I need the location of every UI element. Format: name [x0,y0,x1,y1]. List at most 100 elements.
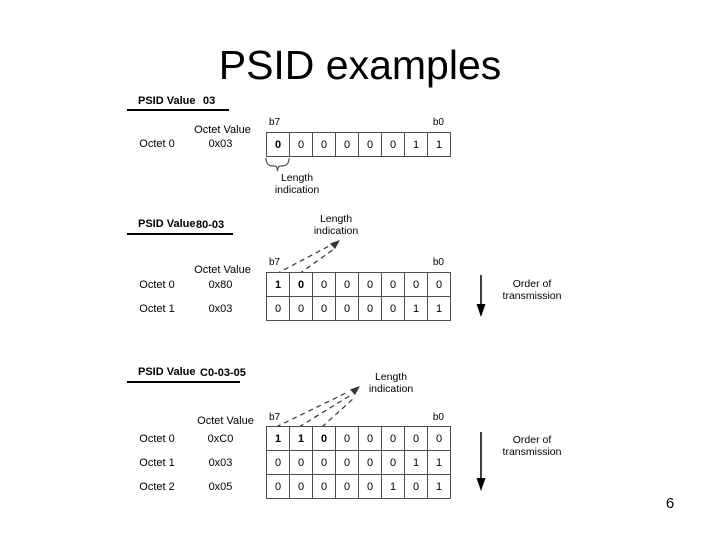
bit-cell: 0 [336,133,359,157]
page-number: 6 [665,495,675,512]
bit-cell: 1 [428,297,451,321]
psid-value-label: PSID Value [138,366,196,378]
psid-value: 03 [203,95,216,107]
bit-cell: 1 [267,273,290,297]
bit0-label: b0 [432,412,444,423]
order-of-transmission-label: Order of transmission [490,434,574,458]
octet-row-value: 0x03 [208,138,233,150]
order-line1: Order of [512,434,552,446]
bit-cell: 0 [336,475,359,499]
bit-cell: 0 [382,133,405,157]
octet-row-value: 0xC0 [207,433,234,445]
bit7-label: b7 [269,117,281,128]
octet-row-value: 0x05 [208,481,233,493]
octet-row-label: Octet 2 [139,481,175,493]
length-brace-icon [265,157,290,172]
octet-row-value: 0x03 [208,303,233,315]
octet-row-label: Octet 0 [139,433,175,445]
bit-cell: 0 [267,475,290,499]
bit7-label: b7 [269,412,281,423]
bit-cell: 1 [428,133,451,157]
octet-row-value: 0x80 [208,279,233,291]
order-line2: transmission [502,289,562,302]
slide-title: PSID examples [218,42,502,88]
octet-row-label: Octet 0 [139,279,175,291]
bit-cell: 1 [405,133,428,157]
bit-cell: 1 [405,297,428,321]
header-underline [127,109,229,111]
octet-row-label: Octet 1 [139,457,175,469]
bit-cell: 0 [267,133,290,157]
bit-cell: 0 [313,273,336,297]
bit-cell: 1 [267,427,290,451]
bit-cell: 0 [405,475,428,499]
transmission-arrow-icon [476,275,486,317]
bit-cell: 0 [359,451,382,475]
length-indication-label: Length indication [261,172,333,196]
bit-cell: 0 [313,475,336,499]
bit-cell: 0 [428,273,451,297]
bit-cell: 0 [313,297,336,321]
length-indication-line1: Length [374,371,408,383]
length-indication-line2: indication [368,382,414,395]
bit-cell: 0 [290,273,313,297]
bit-cell: 1 [428,451,451,475]
order-line2: transmission [502,445,562,458]
bit-cell: 0 [382,273,405,297]
bit-table: 1 1 0 0 0 0 0 0 0 0 0 0 0 0 1 1 0 0 0 0 … [266,426,451,499]
length-indication-line2: indication [313,224,359,237]
bit-cell: 0 [405,273,428,297]
bit-cell: 0 [359,273,382,297]
bit-cell: 0 [382,427,405,451]
bit-cell: 0 [428,427,451,451]
octet-row-label: Octet 0 [139,138,175,150]
length-indication-line1: Length [280,172,314,184]
bit0-label: b0 [432,257,444,268]
bit-cell: 0 [290,133,313,157]
length-dashed-arrow-icon [275,386,360,428]
octet-value-column-label: Octet Value [194,124,251,136]
length-indication-line2: indication [274,183,320,196]
bit-cell: 0 [405,427,428,451]
bit-cell: 0 [336,427,359,451]
bit-cell: 0 [382,297,405,321]
transmission-arrow-icon [476,432,486,491]
psid-value-label: PSID Value [138,218,196,230]
bit-cell: 1 [290,427,313,451]
bit-cell: 0 [267,451,290,475]
header-underline [127,233,233,235]
bit-cell: 0 [313,133,336,157]
bit-cell: 1 [405,451,428,475]
bit0-label: b0 [432,117,444,128]
bit-cell: 1 [428,475,451,499]
order-line1: Order of [512,278,552,290]
bit-cell: 0 [336,451,359,475]
length-dashed-arrow-icon [275,240,340,275]
octet-value-column-label: Octet Value [197,415,254,427]
length-indication-line1: Length [319,213,353,225]
bit-cell: 0 [359,475,382,499]
psid-value-label: PSID Value [138,95,196,107]
bit-table: 0 0 0 0 0 0 1 1 [266,132,451,157]
bit-cell: 0 [313,427,336,451]
bit-cell: 0 [359,297,382,321]
psid-value: C0-03-05 [200,367,246,379]
octet-row-value: 0x03 [208,457,233,469]
order-of-transmission-label: Order of transmission [490,278,574,302]
bit-table: 1 0 0 0 0 0 0 0 0 0 0 0 0 0 1 1 [266,272,451,321]
bit-cell: 1 [382,475,405,499]
bit-cell: 0 [336,297,359,321]
bit-cell: 0 [290,475,313,499]
bit-cell: 0 [290,451,313,475]
length-indication-label: Length indication [300,213,372,237]
bit-cell: 0 [267,297,290,321]
bit-cell: 0 [359,427,382,451]
bit-cell: 0 [336,273,359,297]
bit-cell: 0 [382,451,405,475]
bit-cell: 0 [359,133,382,157]
octet-row-label: Octet 1 [139,303,175,315]
psid-value: 80-03 [196,219,225,231]
length-indication-label: Length indication [355,371,427,395]
header-underline [127,381,240,383]
